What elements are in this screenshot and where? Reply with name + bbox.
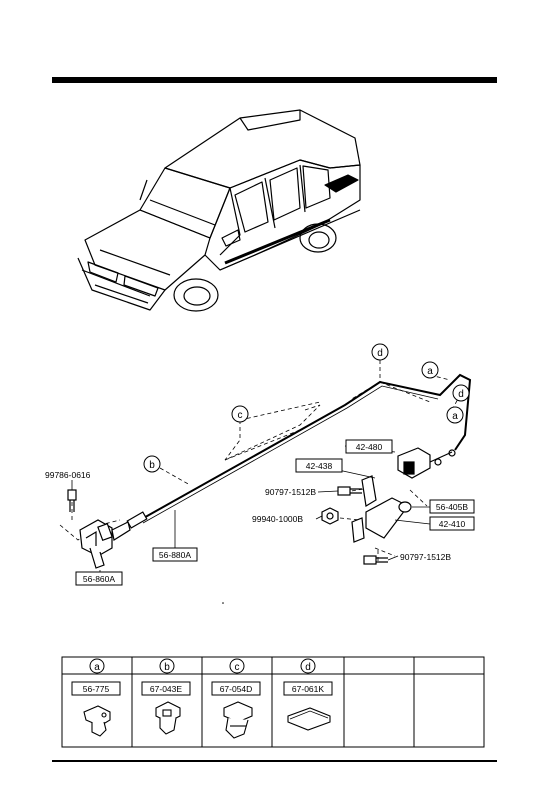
svg-text:67-061K: 67-061K [292, 684, 324, 694]
svg-text:a: a [94, 662, 100, 673]
table-header-c: c [229, 658, 245, 674]
table-code-67-043e: 67-043E [141, 681, 191, 696]
clip-d-icon [287, 707, 331, 731]
svg-text:42-410: 42-410 [439, 519, 466, 529]
top-rule [52, 77, 497, 83]
fuel-lid-lock [321, 447, 453, 565]
callout-d-right: d [452, 384, 470, 402]
cable-assembly [126, 373, 472, 529]
svg-text:d: d [377, 348, 383, 359]
part-box-56-405b: 56-405B [429, 499, 475, 514]
svg-text:d: d [458, 389, 464, 400]
callout-b: b [143, 455, 161, 473]
svg-text:c: c [238, 410, 243, 421]
parts-table [61, 656, 485, 748]
car-illustration [77, 109, 361, 312]
part-box-56-860a: 56-860A [75, 571, 123, 586]
part-label-99786-0616: 99786-0616 [45, 470, 91, 480]
bottom-rule [52, 760, 497, 762]
svg-text:c: c [235, 662, 240, 673]
clip-c-icon [223, 701, 253, 739]
svg-text:67-043E: 67-043E [150, 684, 182, 694]
svg-text:b: b [149, 460, 155, 471]
callout-d: d [371, 343, 389, 361]
svg-text:b: b [164, 662, 170, 673]
part-label-90797-1512b-top: 90797-1512B [265, 487, 316, 497]
table-code-67-061k: 67-061K [283, 681, 333, 696]
svg-text:56-405B: 56-405B [436, 502, 468, 512]
svg-text:56-860A: 56-860A [83, 574, 115, 584]
callout-a-right: a [446, 406, 464, 424]
part-box-56-880a: 56-880A [152, 547, 198, 562]
part-box-42-438: 42-438 [295, 458, 343, 473]
table-code-67-054d: 67-054D [211, 681, 261, 696]
svg-text:67-054D: 67-054D [220, 684, 253, 694]
svg-text:56-775: 56-775 [83, 684, 110, 694]
table-header-b: b [159, 658, 175, 674]
svg-text:56-880A: 56-880A [159, 550, 191, 560]
callout-a-top: a [421, 361, 439, 379]
part-label-90797-1512b-bottom: 90797-1512B [400, 552, 451, 562]
table-header-a: a [89, 658, 105, 674]
opener-lever [67, 489, 131, 569]
svg-text:42-438: 42-438 [306, 461, 333, 471]
svg-text:a: a [427, 366, 433, 377]
svg-text:a: a [452, 411, 458, 422]
svg-text:42-480: 42-480 [356, 442, 383, 452]
part-label-99940-1000b: 99940-1000B [252, 514, 303, 524]
clip-b-icon [155, 701, 181, 735]
part-box-42-480: 42-480 [345, 439, 393, 454]
callout-c: c [231, 405, 249, 423]
table-code-56-775: 56-775 [71, 681, 121, 696]
part-box-42-410: 42-410 [429, 516, 475, 531]
clip-a-icon [83, 705, 111, 737]
table-header-d: d [300, 658, 316, 674]
svg-text:d: d [305, 662, 311, 673]
